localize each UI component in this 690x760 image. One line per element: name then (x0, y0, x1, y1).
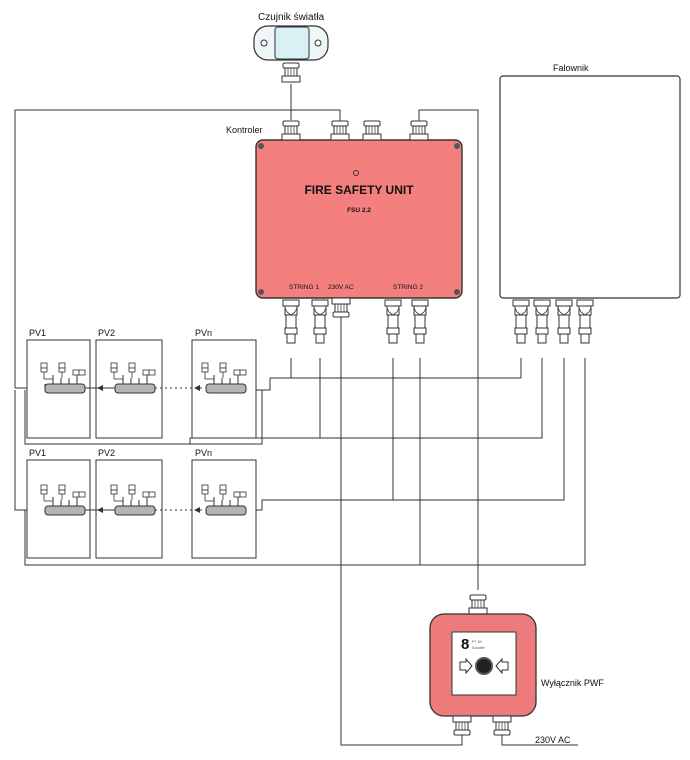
pv-row-1 (26, 339, 257, 439)
light-sensor-label: Czujnik światła (258, 12, 325, 23)
fsu-model: FSU 2.2 (347, 207, 371, 214)
port-string2-label: STRING 2 (393, 284, 423, 291)
pwf-switch (429, 594, 537, 736)
port-string1-label: STRING 1 (289, 284, 319, 291)
light-sensor (253, 25, 329, 83)
ac-supply-label: 230V AC (535, 735, 571, 745)
inverter (499, 75, 681, 344)
pwf-tiny-top: PT 1B (472, 640, 482, 644)
pv-row1-panel1-label: PV1 (29, 328, 47, 338)
controller-label: Kontroler (226, 125, 263, 135)
pv-row-2 (26, 459, 257, 559)
pv-row2-paneln-label: PVn (195, 448, 213, 458)
inverter-label: Falownik (553, 63, 589, 73)
pv-row1-panel2-label: PV2 (98, 328, 116, 338)
port-ac-label: 230V AC (328, 284, 354, 291)
pwf-switch-label: Wyłącznik PWF (541, 678, 604, 688)
fsu-title: FIRE SAFETY UNIT (304, 183, 414, 197)
pv-row1-paneln-label: PVn (195, 328, 213, 338)
fire-safety-unit (255, 120, 463, 344)
pwf-digit: 8 (461, 636, 470, 653)
pwf-tiny-bottom: Schalter (472, 646, 485, 650)
wires (14, 84, 586, 746)
pv-row2-panel1-label: PV1 (29, 448, 47, 458)
pv-row2-panel2-label: PV2 (98, 448, 116, 458)
